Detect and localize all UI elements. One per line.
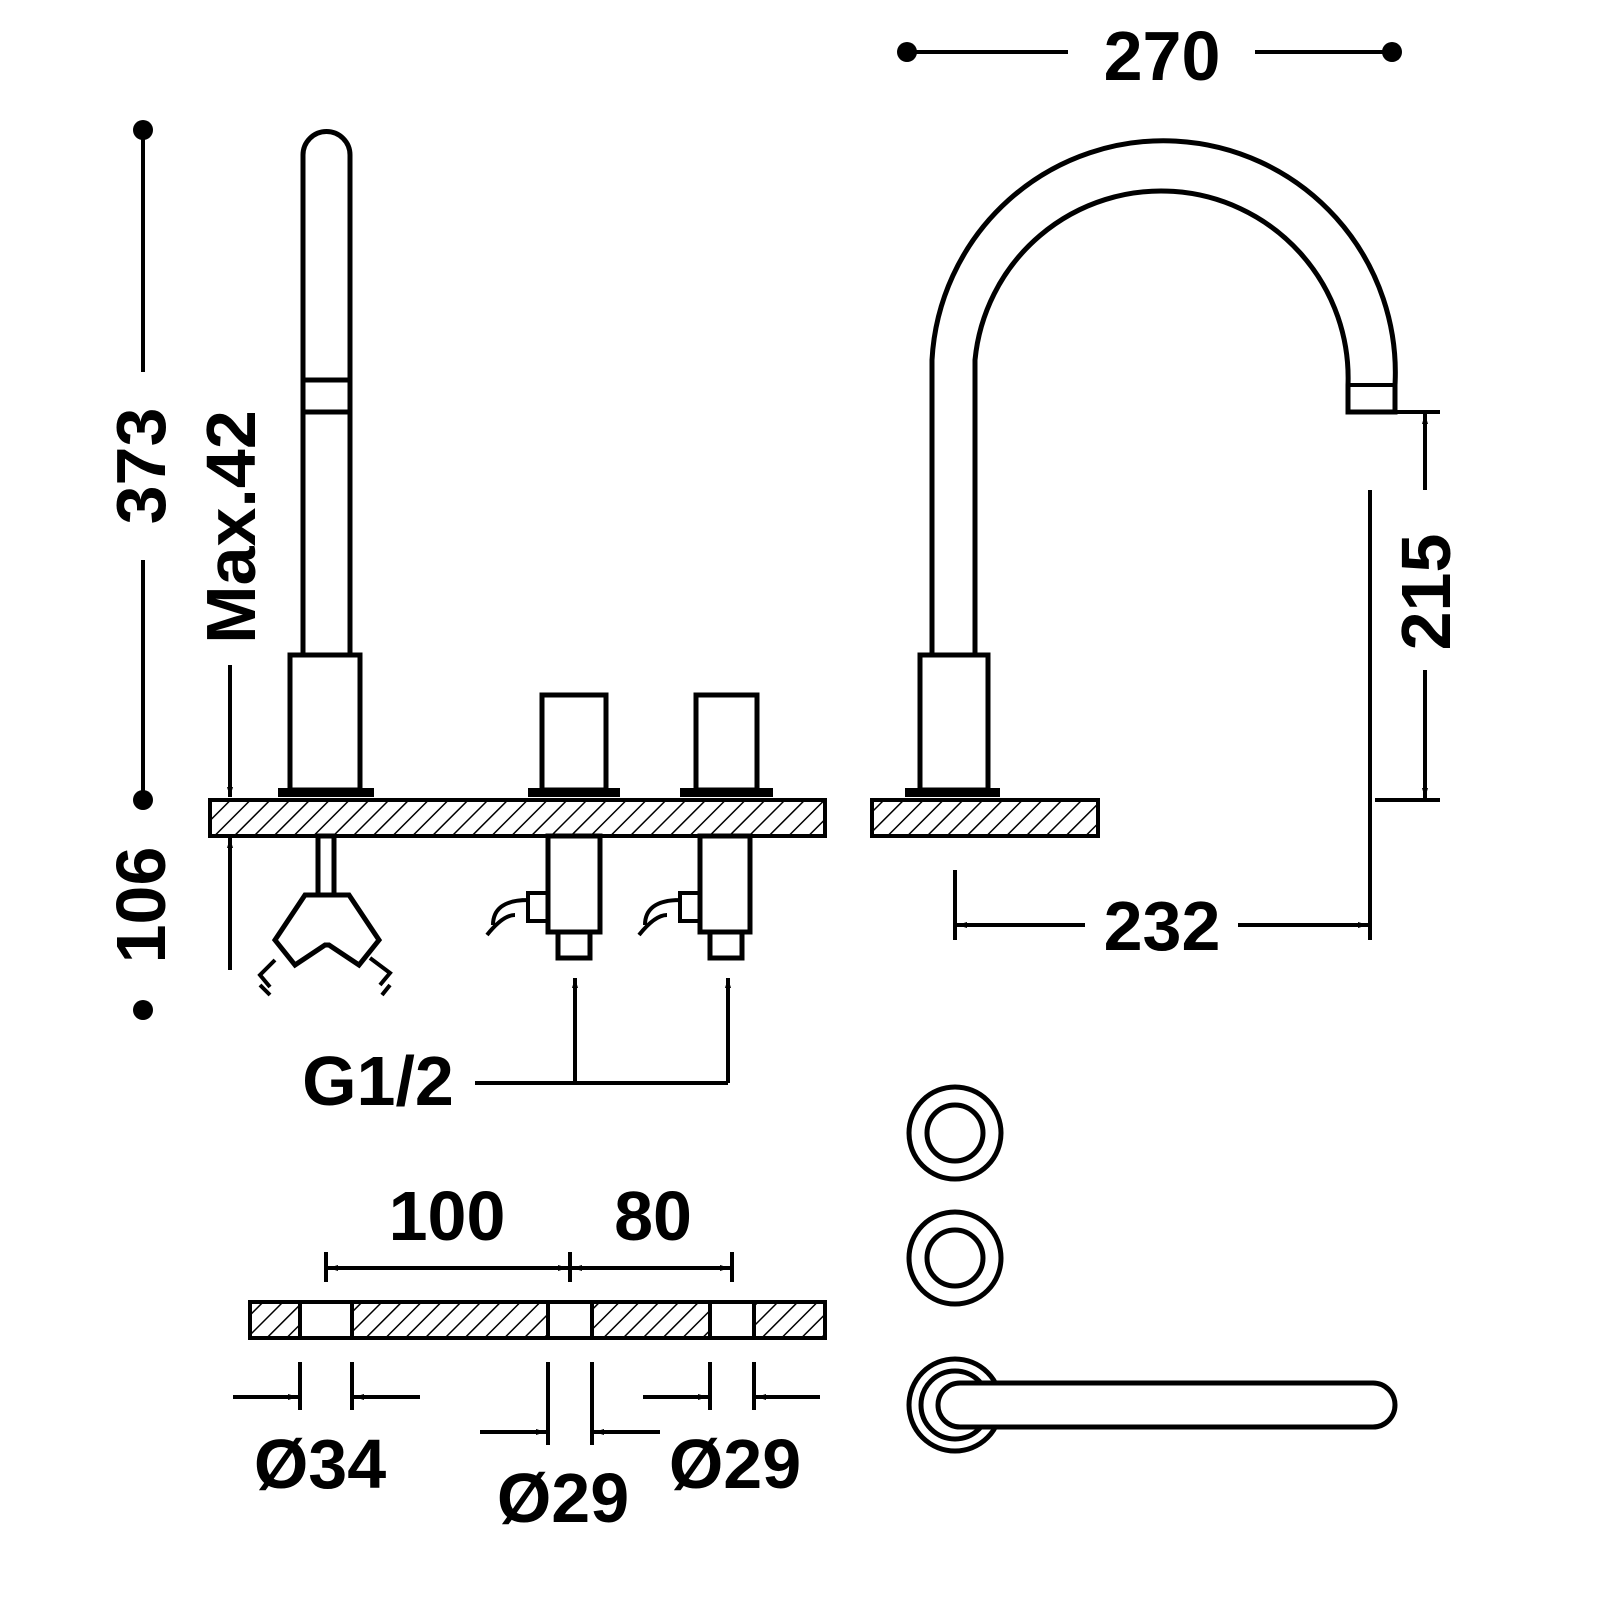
handle-valve-left [485,692,620,961]
dim-106: 106 [102,847,180,964]
countertop-section [208,798,1100,838]
dim-373: 373 [102,408,180,525]
label-g1-2: G1/2 [302,1042,454,1120]
handle-valve-right [637,692,773,961]
hand-spray [257,129,393,997]
dim-max-42: Max.42 [192,410,270,643]
top-view [906,1084,1398,1454]
dim-diameter-29-right: Ø29 [669,1425,801,1503]
dim-100: 100 [389,1177,506,1255]
dim-diameter-34: Ø34 [254,1425,386,1503]
dim-215: 215 [1387,534,1465,651]
main-spout [905,138,1398,797]
dim-80: 80 [614,1177,692,1255]
dim-232: 232 [1104,887,1221,965]
dim-diameter-29-middle: Ø29 [497,1459,629,1537]
dim-270: 270 [1104,17,1221,95]
dimension-lines [133,42,1440,1085]
cutout-plan [233,1252,827,1445]
